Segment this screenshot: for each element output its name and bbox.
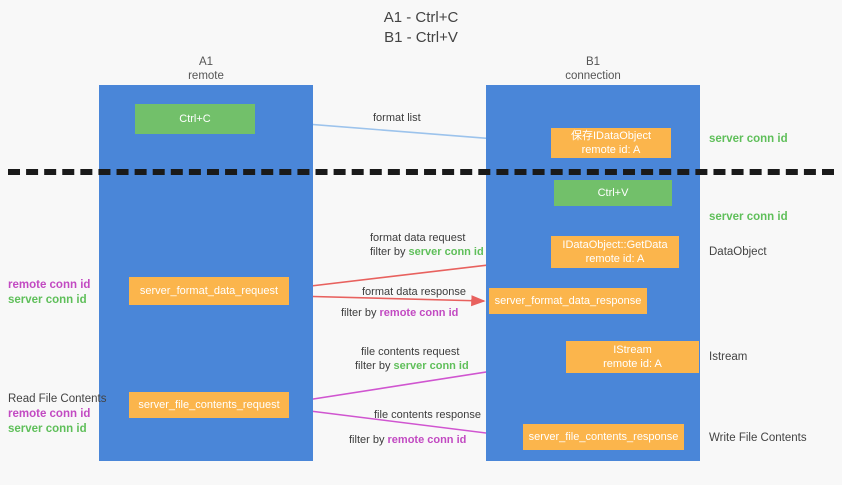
label-file-server-conn-id: server conn id	[8, 423, 87, 435]
filter-prefix: filter by	[370, 246, 409, 258]
label-group-read-file-contents: Read File Contents remote conn id server…	[8, 392, 106, 437]
node-save-idataobject[interactable]: 保存IDataObject remote id: A	[551, 128, 671, 158]
label-file-remote-conn-id: remote conn id	[8, 408, 91, 420]
edge-label-format-data-request: format data request	[370, 232, 466, 244]
edge-label-format-data-request-filter: filter by server conn id	[370, 245, 484, 260]
node-idataobject-getdata[interactable]: IDataObject::GetData remote id: A	[551, 236, 679, 268]
label-dataobject: DataObject	[709, 246, 767, 258]
label-group-format-conn-ids: remote conn id server conn id	[8, 278, 90, 308]
label-istream: Istream	[709, 351, 748, 363]
label-format-server-conn-id: server conn id	[8, 294, 87, 306]
label-server-conn-id-mid: server conn id	[709, 211, 788, 223]
filter-prefix: filter by	[355, 360, 394, 372]
edge-label-format-list: format list	[373, 112, 421, 124]
node-ctrl-c[interactable]: Ctrl+C	[135, 104, 255, 134]
filter-value: server conn id	[408, 246, 484, 258]
node-ctrl-v[interactable]: Ctrl+V	[554, 180, 672, 206]
filter-prefix: filter by	[341, 307, 380, 319]
node-server-file-contents-response[interactable]: server_file_contents_response	[523, 424, 684, 450]
arrow-file-contents-response	[293, 408, 520, 441]
label-server-conn-id-top: server conn id	[709, 133, 788, 145]
node-server-format-data-response[interactable]: server_format_data_response	[489, 288, 647, 314]
page-title: A1 - Ctrl+C B1 - Ctrl+V	[383, 9, 459, 46]
arrow-format-data-response	[293, 295, 486, 307]
column-header-a1: A1 remote	[188, 56, 224, 82]
filter-prefix: filter by	[349, 434, 388, 446]
edge-label-file-contents-request: file contents request	[361, 346, 460, 358]
edge-label-file-contents-response: file contents response	[374, 409, 482, 421]
column-header-b1: B1 connection	[565, 56, 621, 82]
node-server-file-contents-request[interactable]: server_file_contents_request	[129, 392, 289, 418]
phase-divider-line	[8, 169, 834, 175]
filter-value: server conn id	[393, 360, 469, 372]
filter-value: remote conn id	[387, 434, 467, 446]
edge-label-format-data-response: format data response	[362, 286, 466, 298]
filter-value: remote conn id	[379, 307, 459, 319]
label-read-file-contents: Read File Contents	[8, 393, 107, 405]
node-istream[interactable]: IStream remote id: A	[566, 341, 699, 373]
label-format-remote-conn-id: remote conn id	[8, 279, 91, 291]
node-server-format-data-request[interactable]: server_format_data_request	[129, 277, 289, 305]
edge-label-file-contents-response-filter: filter by remote conn id	[349, 433, 466, 448]
edge-label-file-contents-request-filter: filter by server conn id	[355, 359, 469, 374]
edge-label-format-data-response-filter: filter by remote conn id	[341, 306, 458, 321]
label-write-file-contents: Write File Contents	[709, 432, 807, 444]
